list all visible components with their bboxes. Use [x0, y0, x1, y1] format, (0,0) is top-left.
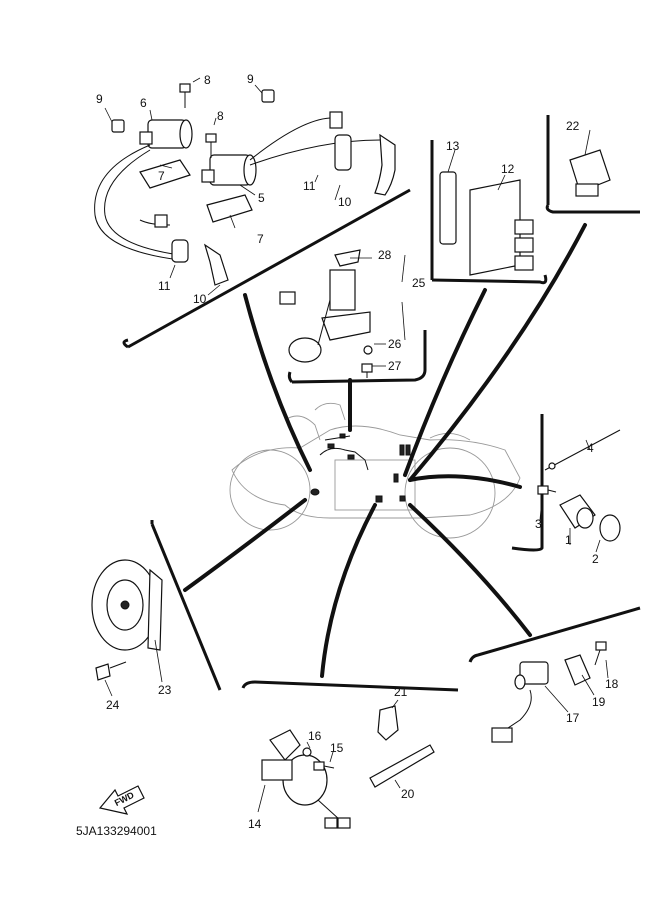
callout-17: 17 — [566, 711, 580, 725]
callout-7a: 7 — [158, 169, 165, 183]
bolt-lower[interactable] — [205, 133, 217, 158]
callout-8b: 8 — [217, 109, 224, 123]
bolt-small[interactable] — [313, 761, 335, 771]
callout-1: 1 — [565, 533, 572, 547]
sensor-17[interactable] — [491, 661, 549, 743]
callout-9a: 9 — [96, 92, 103, 106]
bracket-19[interactable] — [564, 654, 591, 686]
fuel-sender-unit[interactable] — [279, 249, 371, 363]
damper-left[interactable] — [111, 119, 125, 133]
wire-harness — [310, 433, 411, 503]
callout-22: 22 — [566, 119, 580, 133]
lower-center-group — [241, 680, 459, 829]
screw-sensor[interactable] — [537, 485, 557, 495]
callout-18: 18 — [605, 677, 619, 691]
relay-group — [545, 115, 640, 214]
speed-sensor[interactable] — [559, 494, 596, 529]
resistor-cap-left[interactable] — [154, 214, 189, 263]
coil-cover-upper[interactable] — [139, 159, 191, 189]
ecu-group — [430, 140, 548, 285]
fwd-arrow-icon: FWD — [98, 785, 145, 815]
resistor-cap-right[interactable] — [329, 111, 352, 171]
ignition-coil-group — [94, 83, 411, 349]
horn-bolt[interactable] — [95, 661, 127, 681]
callout-25: 25 — [412, 276, 426, 290]
horn[interactable] — [91, 559, 163, 651]
callout-5: 5 — [258, 191, 265, 205]
callout-12: 12 — [501, 162, 515, 176]
callout-26: 26 — [388, 337, 402, 351]
o-ring[interactable] — [599, 514, 621, 542]
damper-right[interactable] — [261, 89, 275, 103]
callout-10a: 10 — [338, 195, 352, 209]
ecu[interactable] — [469, 179, 534, 276]
leader-lines — [104, 77, 609, 813]
callout-8a: 8 — [204, 73, 211, 87]
callout-10b: 10 — [193, 292, 207, 306]
callout-11b: 11 — [158, 279, 171, 293]
callout-21: 21 — [394, 685, 408, 699]
callout-6: 6 — [140, 96, 147, 110]
speed-sensor-group — [511, 414, 621, 552]
callout-28: 28 — [378, 248, 392, 262]
callout-15: 15 — [330, 741, 344, 755]
connector-lines — [183, 223, 587, 678]
relay[interactable] — [569, 149, 611, 197]
callout-27: 27 — [388, 359, 402, 373]
callout-20: 20 — [401, 787, 415, 801]
callout-13: 13 — [446, 139, 460, 153]
callout-4: 4 — [587, 441, 594, 455]
fuel-sender-group — [279, 249, 427, 384]
callout-9b: 9 — [247, 72, 254, 86]
callout-19: 19 — [592, 695, 606, 709]
callout-14: 14 — [248, 817, 262, 831]
plug-cap-right[interactable] — [374, 133, 396, 196]
washer[interactable] — [363, 345, 373, 355]
ignition-coil-lower[interactable] — [201, 154, 257, 186]
callout-2: 2 — [592, 552, 599, 566]
callout-24: 24 — [106, 698, 120, 712]
callout-3: 3 — [535, 517, 542, 531]
callout-11a: 11 — [303, 179, 316, 193]
lower-right-group — [468, 606, 641, 743]
bolt-upper[interactable] — [179, 83, 191, 108]
callout-7b: 7 — [257, 232, 264, 246]
stud[interactable] — [369, 744, 435, 788]
screw[interactable] — [361, 363, 373, 378]
horn-group — [91, 520, 222, 691]
callout-23: 23 — [158, 683, 172, 697]
diagram-code: 5JA133294001 — [76, 824, 157, 838]
coil-cover-lower[interactable] — [206, 194, 253, 223]
callout-numbers: 1 2 3 4 5 6 7 7 8 8 9 9 10 10 11 11 12 1… — [96, 72, 619, 831]
ignition-coil-upper[interactable] — [139, 119, 193, 149]
bolt-18[interactable] — [594, 641, 607, 666]
washer-small[interactable] — [302, 747, 312, 757]
ecu-band[interactable] — [439, 171, 457, 245]
callout-16: 16 — [308, 729, 322, 743]
motorcycle-silhouette — [229, 402, 521, 539]
plug-cap-left[interactable] — [203, 243, 229, 286]
clip[interactable] — [377, 705, 399, 741]
